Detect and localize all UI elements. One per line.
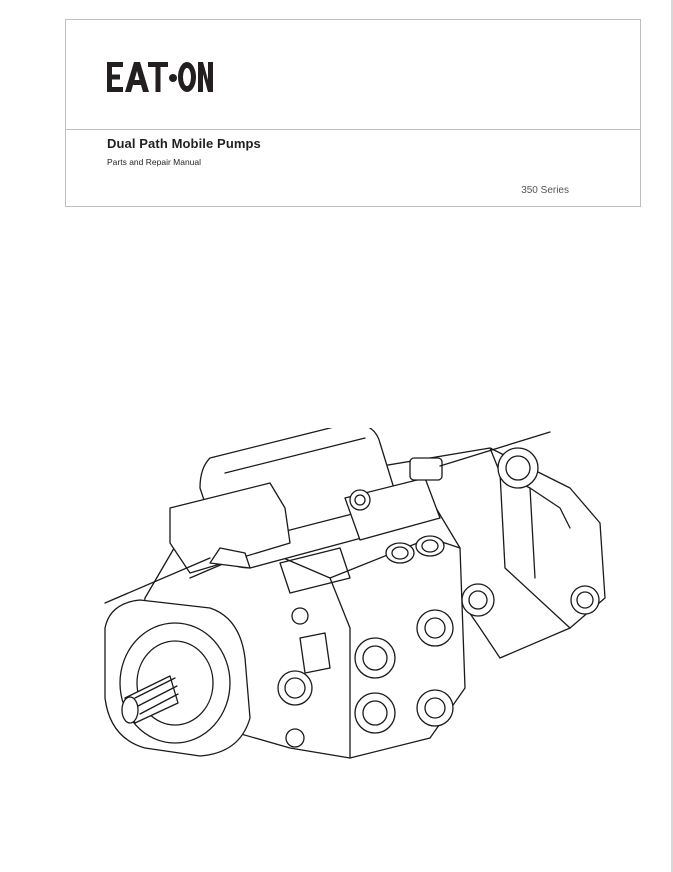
- eaton-logo-icon: [107, 62, 213, 92]
- page-edge: [671, 0, 673, 872]
- cover-header: Dual Path Mobile Pumps Parts and Repair …: [65, 19, 641, 207]
- document-subtitle: Parts and Repair Manual: [107, 157, 202, 167]
- document-title: Dual Path Mobile Pumps: [107, 136, 261, 151]
- series-label: 350 Series: [521, 185, 569, 196]
- header-divider: [66, 129, 640, 130]
- hydraulic-pump-assembly-icon: [100, 422, 615, 768]
